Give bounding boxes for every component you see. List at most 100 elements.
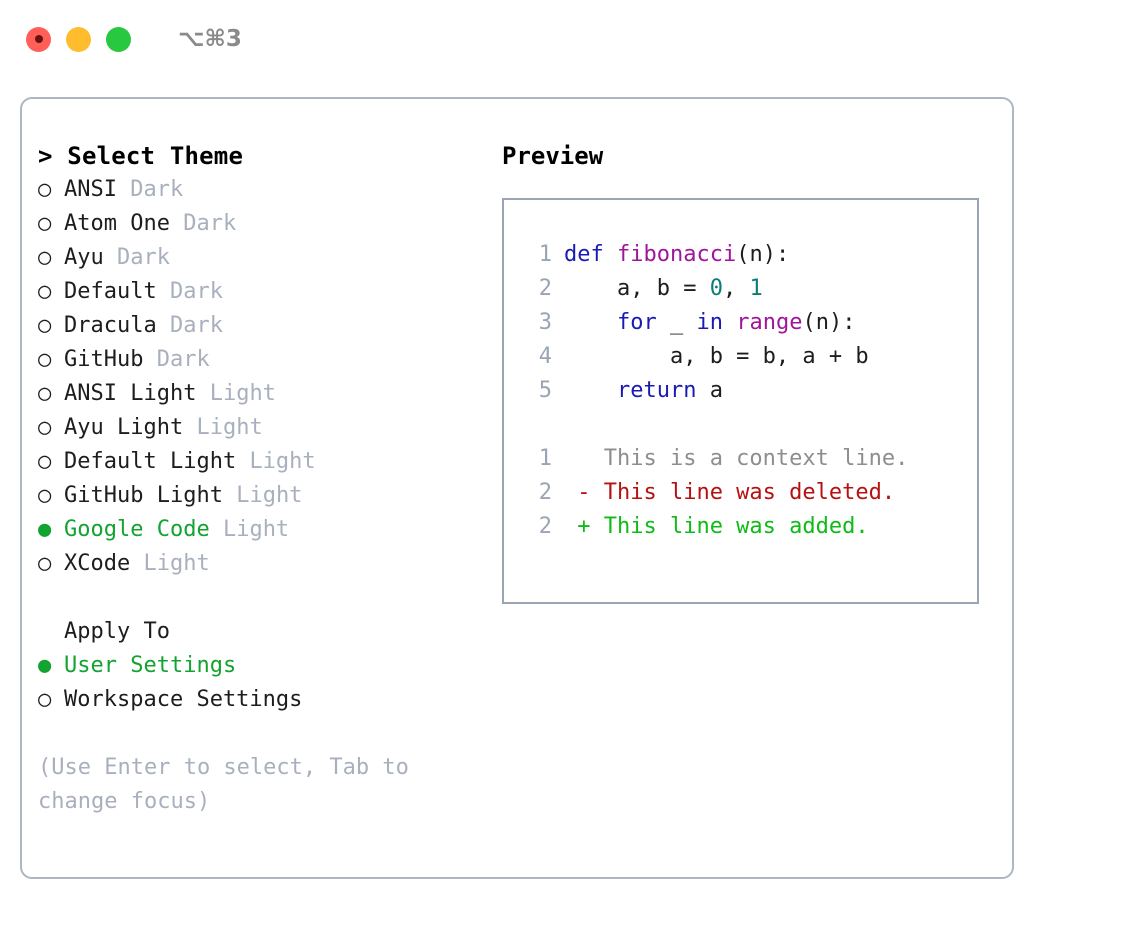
theme-option-google-code[interactable]: ●Google Code Light [38, 513, 488, 547]
keyboard-hint: (Use Enter to select, Tab to change focu… [38, 755, 409, 814]
radio-selected-icon: ● [38, 517, 52, 542]
window-title: ⌥⌘3 [178, 26, 242, 52]
label-gap [183, 411, 196, 445]
label-gap [223, 479, 236, 513]
theme-variant-tag: Dark [130, 177, 184, 202]
theme-option-label: Google Code [64, 517, 210, 542]
code-line: 3 for _ in range(n): [504, 306, 977, 340]
radio-unselected-icon: ○ [38, 415, 52, 440]
code-line: 2 a, b = 0, 1 [504, 272, 977, 306]
code-token-num: 0 [709, 276, 723, 301]
theme-variant-tag: Dark [169, 313, 223, 338]
label-gap [196, 377, 209, 411]
radio-unselected-icon: ○ [38, 483, 52, 508]
theme-option-ansi[interactable]: ○ ANSI Dark [38, 173, 488, 207]
theme-option-label: Ayu Light [64, 415, 184, 440]
code-line-text: a, b = 0, 1 [564, 272, 763, 306]
close-dot-icon [34, 35, 43, 43]
line-number: 2 [538, 514, 552, 539]
theme-option-default[interactable]: ○ Default Dark [38, 275, 488, 309]
theme-option-ayu-light[interactable]: ○ Ayu Light Light [38, 411, 488, 445]
theme-list: ○ANSI Dark○Atom One Dark○Ayu Dark○Defaul… [38, 173, 488, 581]
theme-option-label: Default Light [64, 449, 237, 474]
diff-line-text: + This line was added. [564, 514, 869, 539]
code-token-num: 1 [749, 276, 763, 301]
apply-to-option-workspace-settings[interactable]: ○ Workspace Settings [38, 683, 488, 717]
apply-to-list: ● User Settings ○ Workspace Settings [38, 649, 488, 717]
radio-unselected-icon: ○ [38, 279, 52, 304]
close-button-icon[interactable] [26, 26, 51, 52]
preview-header: Preview [502, 142, 604, 170]
theme-variant-tag: Light [249, 449, 316, 474]
line-number: 5 [538, 378, 552, 403]
theme-option-atom-one[interactable]: ○ Atom One Dark [38, 207, 488, 241]
theme-option-xcode[interactable]: ○XCode Light [38, 547, 488, 581]
theme-variant-tag: Dark [183, 211, 237, 236]
apply-to-option-user-settings[interactable]: ● User Settings [38, 649, 488, 683]
theme-variant-tag: Light [196, 415, 263, 440]
apply-to-option-label: Workspace Settings [64, 687, 303, 712]
radio-unselected-icon: ○ [38, 687, 52, 712]
theme-option-label: Default [64, 279, 157, 304]
code-line-text: for _ in range(n): [564, 306, 855, 340]
code-token-kw: in [696, 310, 723, 335]
theme-option-ansi-light[interactable]: ○ANSI Light Light [38, 377, 488, 411]
label-gap [210, 513, 223, 547]
code-line-text: a, b = b, a + b [564, 340, 869, 374]
label-gap [130, 547, 143, 581]
apply-to-option-label: User Settings [64, 653, 237, 678]
theme-option-default-light[interactable]: ○Default Light Light [38, 445, 488, 479]
code-line: 1 def fibonacci(n): [504, 238, 977, 272]
theme-option-label: ANSI Light [64, 381, 197, 406]
code-diff-spacer [504, 408, 977, 442]
radio-unselected-icon: ○ [38, 211, 52, 236]
radio-unselected-icon: ○ [38, 313, 52, 338]
line-number: 1 [538, 242, 552, 267]
maximize-button-icon[interactable] [106, 26, 131, 52]
theme-option-github[interactable]: ○GitHub Dark [38, 343, 488, 377]
code-line: 5 return a [504, 374, 977, 408]
diff-line: 2 - This line was deleted. [504, 476, 977, 510]
title-bar: ⌥⌘3 [0, 0, 1140, 78]
label-gap [157, 275, 170, 309]
label-gap [117, 173, 130, 207]
line-number: 2 [538, 480, 552, 505]
code-token-pln: , [722, 276, 750, 301]
radio-selected-icon: ● [38, 653, 52, 678]
code-token-fn: fibonacci [616, 242, 737, 267]
diff-line-text: - This line was deleted. [564, 480, 896, 505]
radio-unselected-icon: ○ [38, 245, 52, 270]
code-line-text: def fibonacci(n): [564, 238, 789, 272]
theme-variant-tag: Dark [117, 245, 170, 270]
code-token-kw: def [564, 242, 617, 267]
line-number: 1 [538, 446, 552, 471]
apply-to-header: Apply To [64, 619, 170, 644]
line-number: 3 [538, 310, 552, 335]
theme-option-label: Atom One [64, 211, 170, 236]
theme-option-label: Dracula [64, 313, 157, 338]
code-token-pln: _ [656, 310, 697, 335]
code-token-pln [723, 310, 736, 335]
theme-option-label: ANSI [64, 177, 117, 202]
code-token-pln: (n): [736, 242, 790, 267]
radio-unselected-icon: ○ [38, 551, 52, 576]
code-token-kw: for [616, 310, 657, 335]
theme-option-dracula[interactable]: ○ Dracula Dark [38, 309, 488, 343]
diff-line-text: This is a context line. [564, 446, 909, 471]
theme-variant-tag: Dark [169, 279, 223, 304]
code-token-pln [564, 310, 617, 335]
label-gap [170, 207, 183, 241]
code-token-fn: range [736, 310, 803, 335]
theme-option-label: Ayu [64, 245, 104, 270]
theme-option-github-light[interactable]: ○GitHub Light Light [38, 479, 488, 513]
theme-option-ayu[interactable]: ○ Ayu Dark [38, 241, 488, 275]
minimize-button-icon[interactable] [66, 26, 91, 52]
theme-variant-tag: Light [143, 551, 210, 576]
code-token-pln: a, b = b, a + b [564, 344, 869, 369]
radio-unselected-icon: ○ [38, 347, 52, 372]
diff-line: 2 + This line was added. [504, 510, 977, 544]
radio-unselected-icon: ○ [38, 177, 52, 202]
